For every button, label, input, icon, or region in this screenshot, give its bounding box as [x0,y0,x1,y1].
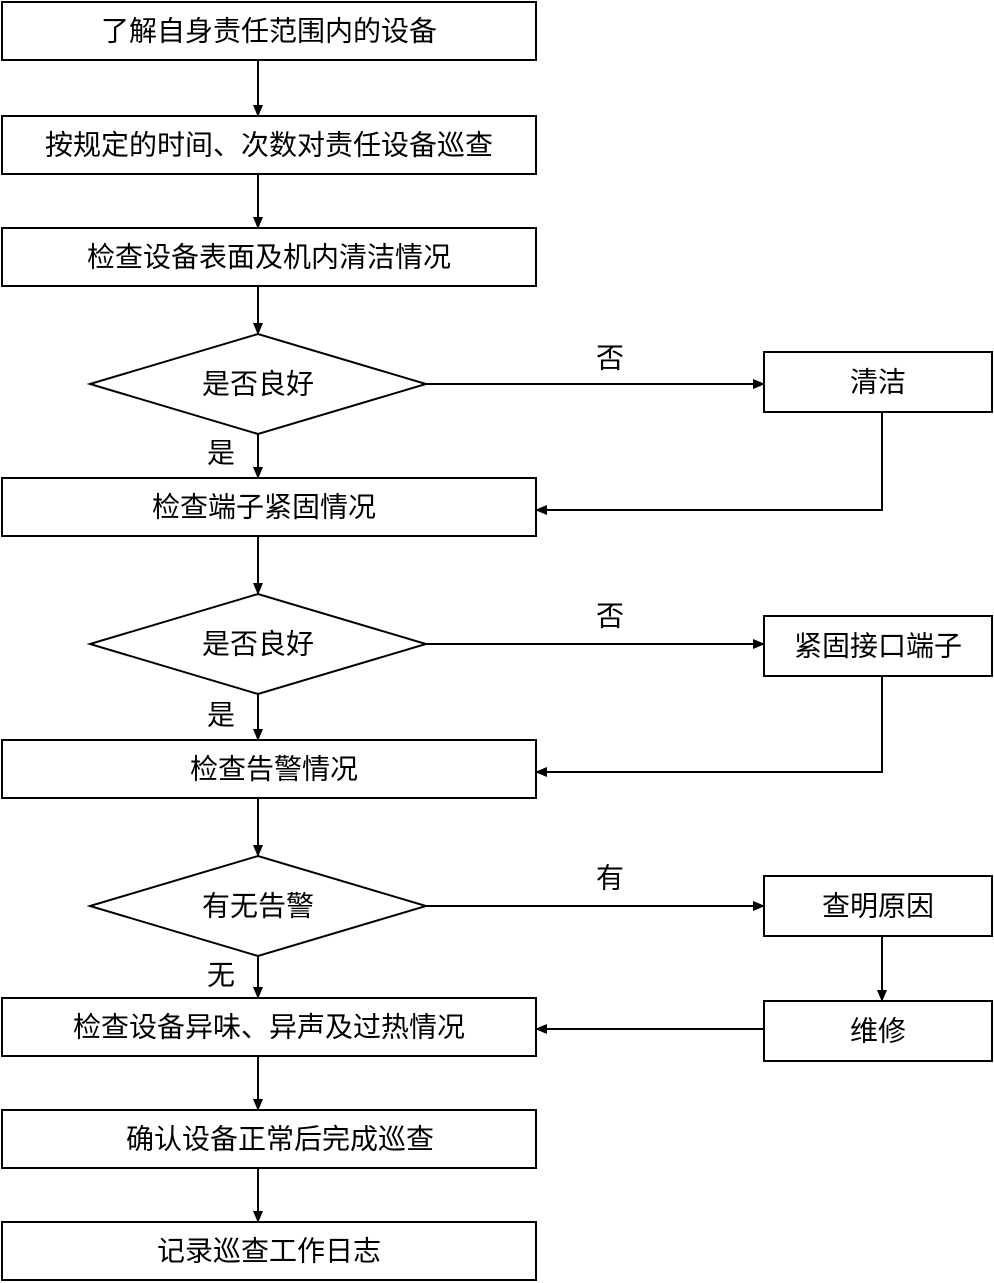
step-check-cleanliness: 检查设备表面及机内清洁情况 [1,227,537,287]
edge-label-d1-no: 否 [596,342,624,375]
edge-label-d3-no: 无 [207,959,235,992]
action-find-cause: 查明原因 [763,875,993,937]
step-record-log-label: 记录巡查工作日志 [157,1235,381,1268]
step-understand-equipment-label: 了解自身责任范围内的设备 [101,15,437,48]
decision-alarm-present: 有无告警 [86,854,430,958]
action-clean-label: 清洁 [850,366,906,399]
step-confirm-complete: 确认设备正常后完成巡查 [1,1109,537,1169]
action-tighten-terminals-label: 紧固接口端子 [794,630,962,663]
arrow-clean-return [535,412,883,515]
step-understand-equipment: 了解自身责任范围内的设备 [1,1,537,61]
step-confirm-complete-label: 确认设备正常后完成巡查 [126,1123,434,1156]
edge-label-d1-yes: 是 [207,437,235,470]
step-check-odor-noise-heat-label: 检查设备异味、异声及过热情况 [73,1011,465,1044]
action-find-cause-label: 查明原因 [822,890,934,923]
step-scheduled-patrol: 按规定的时间、次数对责任设备巡查 [1,115,537,175]
action-repair-label: 维修 [850,1015,906,1048]
edge-label-d3-yes: 有 [596,862,624,895]
step-record-log: 记录巡查工作日志 [1,1221,537,1281]
decision-terminals-ok: 是否良好 [86,592,430,696]
step-scheduled-patrol-label: 按规定的时间、次数对责任设备巡查 [45,129,493,162]
action-tighten-terminals: 紧固接口端子 [763,615,993,677]
decision-alarm-present-label: 有无告警 [202,890,314,923]
decision-terminals-ok-label: 是否良好 [202,628,314,661]
step-check-odor-noise-heat: 检查设备异味、异声及过热情况 [1,997,537,1057]
edge-label-d2-no: 否 [596,600,624,633]
action-repair: 维修 [763,1000,993,1062]
action-clean: 清洁 [763,351,993,413]
step-check-alarms-label: 检查告警情况 [190,753,358,786]
step-check-cleanliness-label: 检查设备表面及机内清洁情况 [87,241,451,274]
edge-label-d2-yes: 是 [207,699,235,732]
arrow-tighten-return [535,676,883,777]
decision-cleanliness-ok-label: 是否良好 [202,368,314,401]
step-check-terminals-label: 检查端子紧固情况 [152,491,376,524]
step-check-terminals: 检查端子紧固情况 [1,477,537,537]
decision-cleanliness-ok: 是否良好 [86,332,430,436]
step-check-alarms: 检查告警情况 [1,739,537,799]
